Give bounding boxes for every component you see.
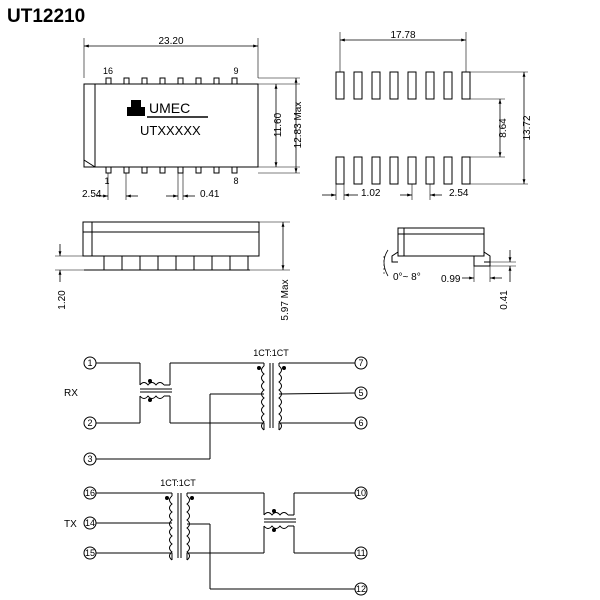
rx-pin-6: 6 [358,418,363,428]
lead-angle-dim: 0°~ 8° [393,272,421,283]
tx-schematic [83,486,368,596]
package-body [83,83,259,168]
pin-1-label: 1 [104,176,109,186]
rx-pin-3: 3 [87,454,92,464]
bottom-pins [105,166,238,174]
lead-thickness-dim: 0.41 [499,290,510,310]
part-marking: UTXXXXX [140,123,201,138]
standoff-dim: 1.20 [57,290,68,310]
tx-pin-10: 10 [356,488,366,498]
side-view-leads [84,256,250,271]
tx-pin-11: 11 [356,548,365,558]
pin-9-label: 9 [233,66,238,76]
footprint-gap-dim: 8.64 [498,118,509,138]
end-view [383,227,516,282]
top-pins [105,77,238,85]
tx-pin-15: 15 [85,548,95,558]
top-view [83,38,300,200]
pin-16-label: 16 [103,66,113,76]
top-width-dim: 23.20 [158,36,183,47]
pad-pitch-dim: 2.54 [449,188,469,199]
top-height-max-dim: 12.83 Max [293,102,304,149]
brand-text: UMEC [149,100,190,116]
tx-pin-12: 12 [356,584,366,594]
footprint-pads-top [335,71,471,100]
pad-width-dim: 1.02 [361,188,381,199]
side-view [55,221,290,282]
footprint-span-dim: 13.72 [522,115,533,140]
rx-pin-5: 5 [358,388,363,398]
rx-pin-2: 2 [87,418,92,428]
rx-ratio: 1CT:1CT [253,348,289,358]
tx-pin-14: 14 [85,518,95,528]
footprint-view [322,32,528,200]
rx-label: RX [64,388,78,399]
part-title: UT12210 [7,6,86,27]
footprint-width-dim: 17.78 [390,30,415,41]
rx-schematic [83,356,368,466]
pin-pitch-dim: 2.54 [82,189,102,200]
pin-width-dim: 0.41 [200,189,220,200]
top-height-dim: 11.60 [273,112,284,137]
pin-8-label: 8 [233,176,238,186]
rx-pin-1: 1 [87,358,92,368]
side-height-max-dim: 5.97 Max [280,279,291,320]
umec-logo-icon [127,100,145,116]
tx-ratio: 1CT:1CT [160,478,196,488]
foot-length-dim: 0.99 [441,274,461,285]
footprint-pads-bottom [335,156,471,185]
tx-pin-16: 16 [85,488,95,498]
tx-label: TX [64,519,77,530]
rx-pin-7: 7 [358,358,363,368]
